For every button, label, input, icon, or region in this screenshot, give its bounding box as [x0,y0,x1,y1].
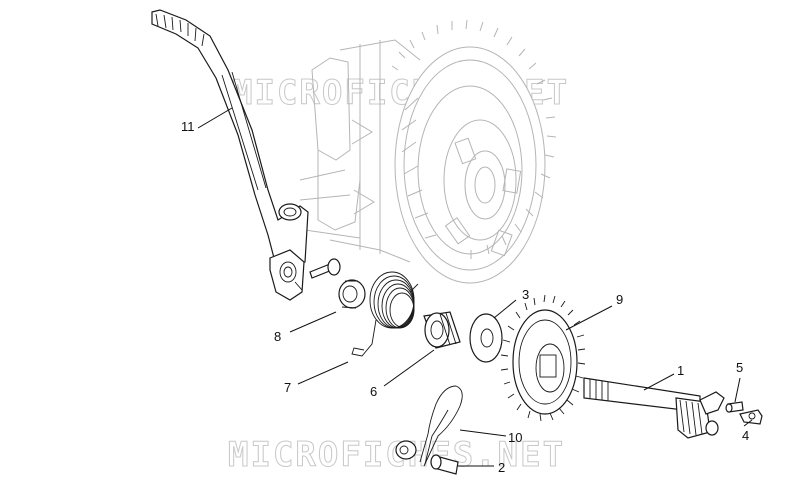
sleeve-part-6 [423,311,461,349]
nut-small [395,440,417,460]
clutch-gear-rim [394,46,546,284]
callout-11: 11 [181,119,195,134]
pin-part-5 [725,401,744,413]
lever-bolt [309,258,341,279]
leader-lines [197,107,753,467]
callout-8: 8 [274,329,281,344]
callout-7: 7 [284,380,291,395]
shaft-part-1 [583,377,725,439]
callout-5: 5 [736,360,743,375]
spring-part-7 [351,271,419,357]
bushing-part-2 [430,454,459,475]
clutch-housing-ghost [299,19,557,284]
clip-part-4 [739,409,763,425]
callout-9: 9 [616,292,623,307]
spring-clip-part-10 [419,385,463,467]
callout-2: 2 [498,460,505,475]
callout-1: 1 [677,363,684,378]
callout-3: 3 [522,287,529,302]
callout-6: 6 [370,384,377,399]
bushing-part-8 [338,279,366,309]
washer-part-3 [469,313,503,363]
kick-starter-lever [151,9,309,301]
gear-part-9 [500,294,586,422]
callout-10: 10 [508,430,522,445]
callout-4: 4 [742,428,749,443]
watermark-bottom: MICROFICHES.NET [228,435,565,475]
